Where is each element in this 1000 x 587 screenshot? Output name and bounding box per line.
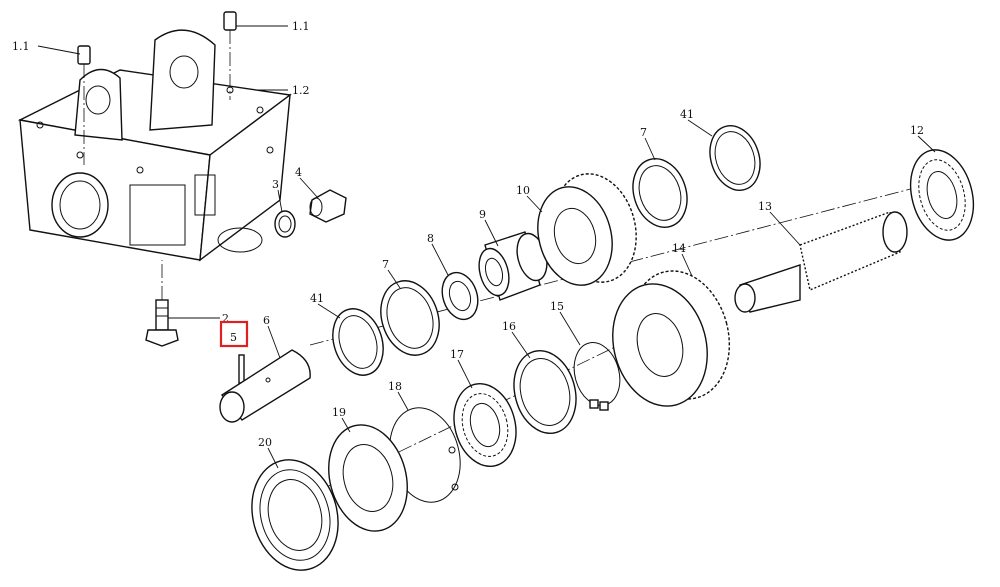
- part-7-washer-upper: [632, 158, 688, 228]
- part-2-bolt: [145, 260, 179, 347]
- part-19-seal: [328, 424, 408, 532]
- label-12: 12: [910, 124, 924, 137]
- part-7-washer-lower: [380, 280, 440, 356]
- label-15: 15: [550, 300, 564, 313]
- part-17-bearing: [453, 382, 517, 468]
- part-10-gear: [537, 173, 637, 286]
- part-3-washer: [274, 210, 296, 238]
- part-5-pin: [238, 354, 245, 384]
- part-13-splined-shaft: [734, 211, 908, 313]
- label-4: 4: [295, 166, 302, 179]
- label-41-lower: 41: [310, 292, 324, 305]
- label-17: 17: [450, 348, 464, 361]
- part-20-cover: [251, 459, 339, 571]
- label-9: 9: [479, 208, 486, 221]
- leader-lines: [37, 25, 936, 469]
- part-6-shaft: [219, 349, 311, 423]
- label-13: 13: [758, 200, 772, 213]
- label-14: 14: [672, 242, 686, 255]
- label-6: 6: [263, 314, 270, 327]
- highlight-box-part-5[interactable]: [219, 320, 249, 348]
- assembly-axis-upper: [309, 179, 946, 346]
- dowel-pin-1-1-right: [223, 11, 237, 100]
- label-8: 8: [427, 232, 434, 245]
- housing: [17, 29, 292, 262]
- label-20: 20: [258, 436, 272, 449]
- part-4-plug: [309, 189, 347, 223]
- label-1-2: 1.2: [292, 84, 310, 97]
- callout-labels: 1.1 1.1 1.2 2 3 4 5 6 41 7 8 9 10 7 41 1…: [12, 20, 924, 449]
- dowel-pin-1-1-left: [77, 45, 91, 165]
- label-2: 2: [222, 312, 229, 325]
- label-10: 10: [516, 184, 530, 197]
- label-5: 5: [230, 331, 237, 344]
- part-15-circlip: [573, 342, 621, 411]
- part-9-splined-sleeve: [478, 231, 548, 301]
- label-1-1-right: 1.1: [292, 20, 310, 33]
- label-41-upper: 41: [680, 108, 694, 121]
- part-41-shim-upper: [709, 125, 761, 191]
- label-18: 18: [388, 380, 402, 393]
- label-16: 16: [502, 320, 516, 333]
- part-41-shim-lower: [332, 308, 384, 376]
- label-7-lower: 7: [382, 258, 389, 271]
- part-8-ring: [441, 271, 479, 321]
- label-1-1-left: 1.1: [12, 40, 30, 53]
- label-7-upper: 7: [640, 126, 647, 139]
- part-12-bearing: [909, 149, 975, 241]
- label-3: 3: [272, 178, 279, 191]
- part-14-gear: [612, 270, 731, 407]
- label-19: 19: [332, 406, 346, 419]
- part-16-ring: [513, 349, 577, 435]
